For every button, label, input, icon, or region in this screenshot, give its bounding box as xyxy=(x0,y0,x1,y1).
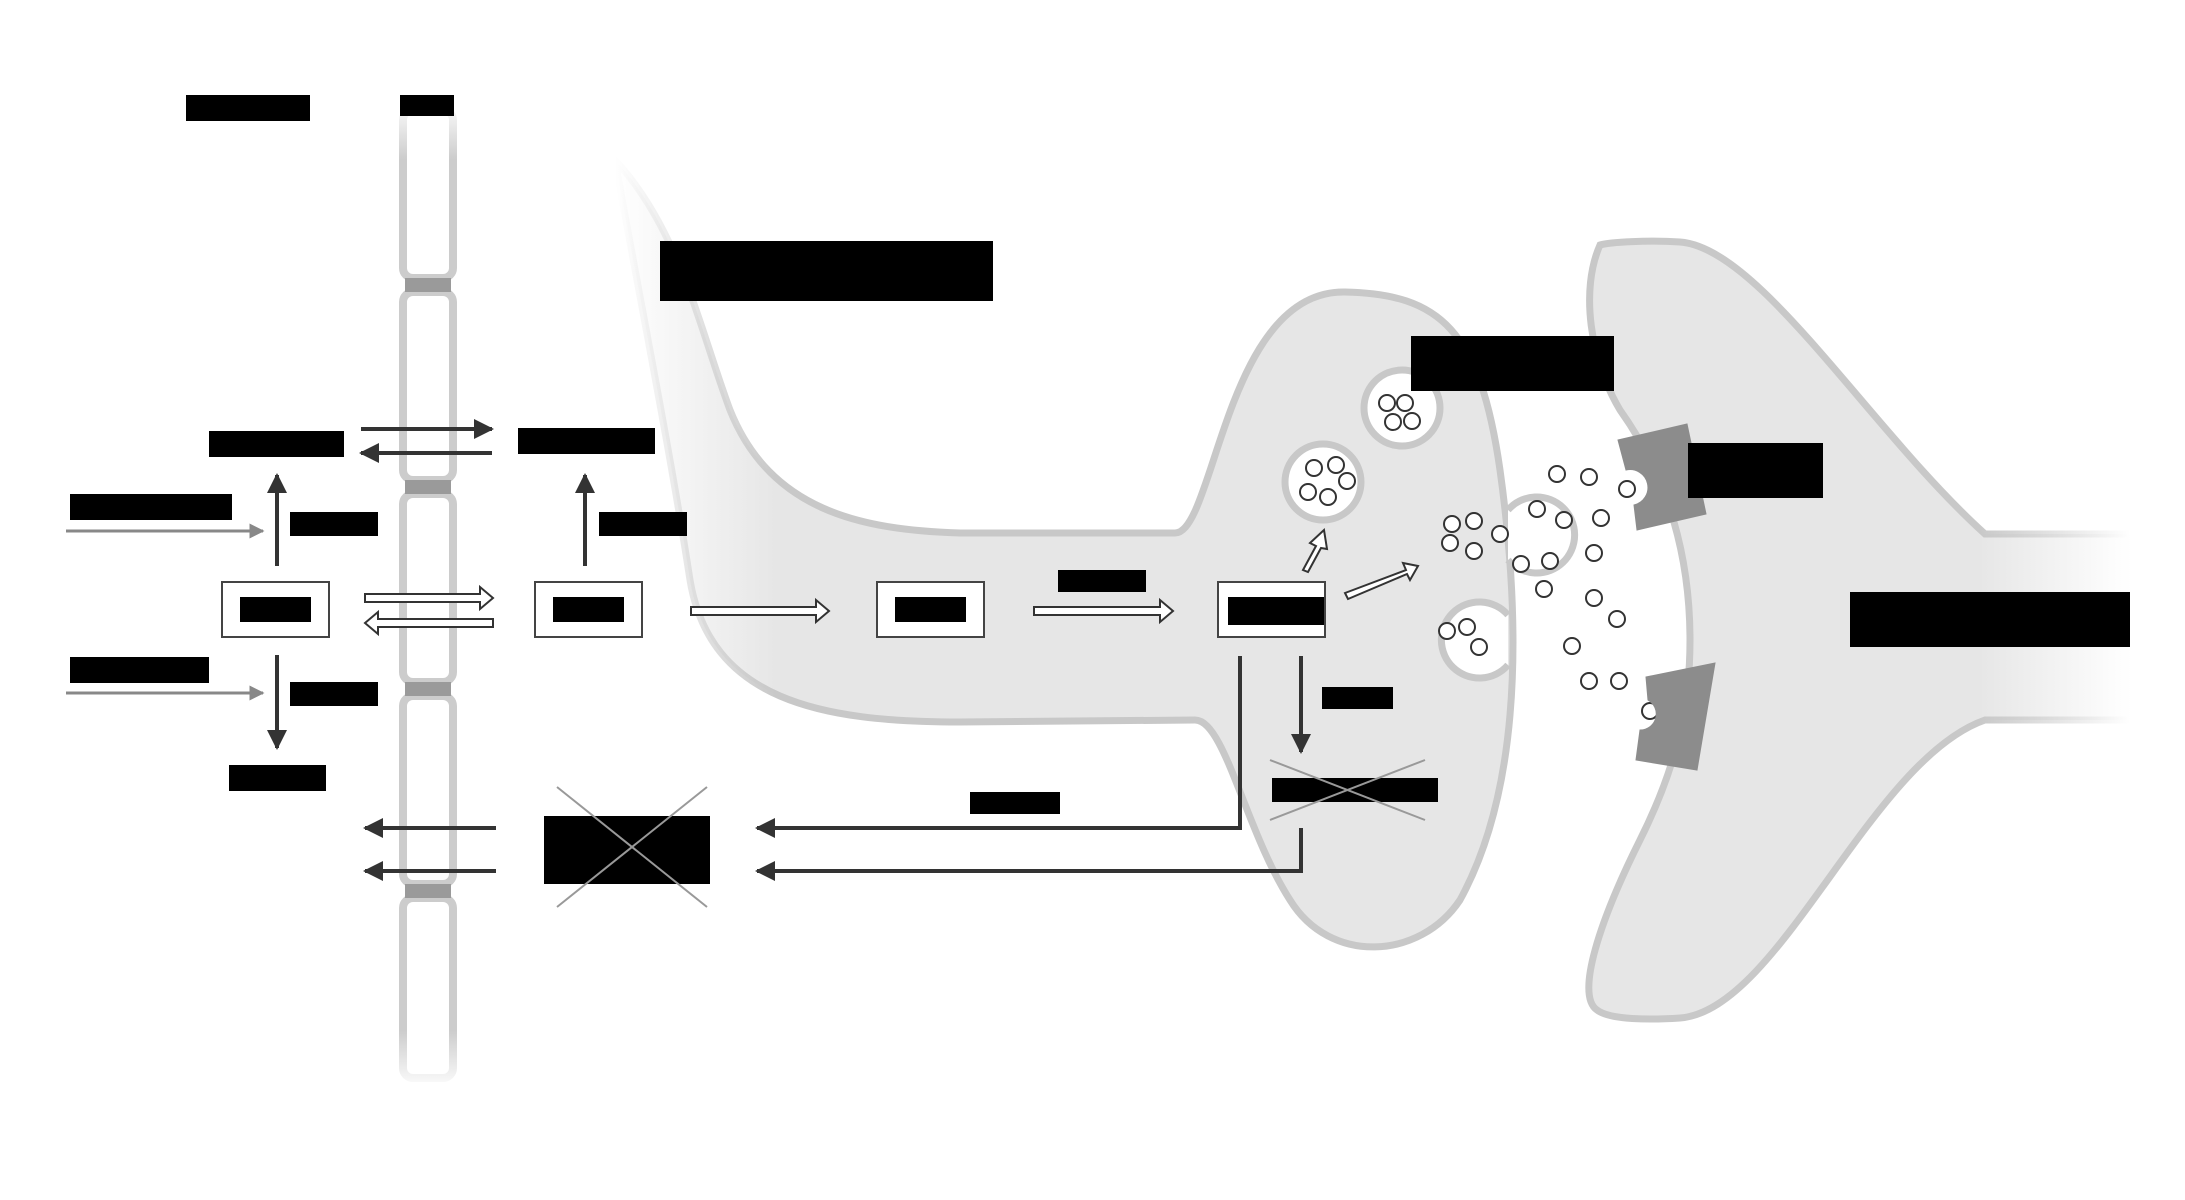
redacted-label xyxy=(400,95,454,116)
hollow-arrow-right xyxy=(1033,597,1175,625)
hollow-arrow-left xyxy=(363,609,494,637)
redacted-label xyxy=(290,512,378,536)
redacted-label xyxy=(290,682,378,706)
redacted-box-label xyxy=(895,597,966,622)
redacted-label xyxy=(599,512,687,536)
hollow-arrow-to-vesicle xyxy=(1343,561,1420,601)
redacted-box-label xyxy=(1228,597,1324,625)
arrows xyxy=(66,419,1420,881)
redacted-label xyxy=(186,95,310,121)
redacted-label xyxy=(1322,687,1393,709)
vesicle xyxy=(1281,440,1365,524)
redacted-label xyxy=(518,428,655,454)
redacted-label xyxy=(209,431,344,457)
redacted-label xyxy=(1688,443,1823,498)
feedback-arrow xyxy=(755,656,1242,838)
hollow-arrow-to-vesicle xyxy=(1301,527,1329,574)
redacted-label xyxy=(70,494,232,520)
cross-out-icon xyxy=(1269,759,1426,821)
redacted-label xyxy=(229,765,326,791)
redacted-crossed-label xyxy=(1272,778,1438,802)
redacted-label xyxy=(70,657,209,683)
feedback-arrow xyxy=(755,828,1303,881)
vesicle-fusing xyxy=(1437,598,1511,682)
hollow-arrow-right xyxy=(364,584,495,612)
hollow-arrow-right xyxy=(690,597,831,625)
redacted-label xyxy=(1058,570,1146,592)
cross-out-marks xyxy=(556,759,1426,908)
redacted-label xyxy=(660,241,993,301)
receptor xyxy=(1635,662,1716,771)
redacted-label xyxy=(1850,592,2130,647)
redacted-label xyxy=(970,792,1060,814)
receptors xyxy=(1617,423,1716,771)
redacted-box-label xyxy=(553,597,624,622)
axon-body xyxy=(609,148,1517,951)
redacted-labels xyxy=(70,95,2130,884)
released-neurotransmitters xyxy=(1491,465,1659,720)
redacted-box-label xyxy=(240,597,311,622)
cross-out-icon xyxy=(556,786,708,908)
presynaptic-neuron xyxy=(609,148,1517,951)
receptor xyxy=(1617,423,1707,531)
redacted-label xyxy=(1411,336,1614,391)
pathway-box xyxy=(534,581,643,638)
